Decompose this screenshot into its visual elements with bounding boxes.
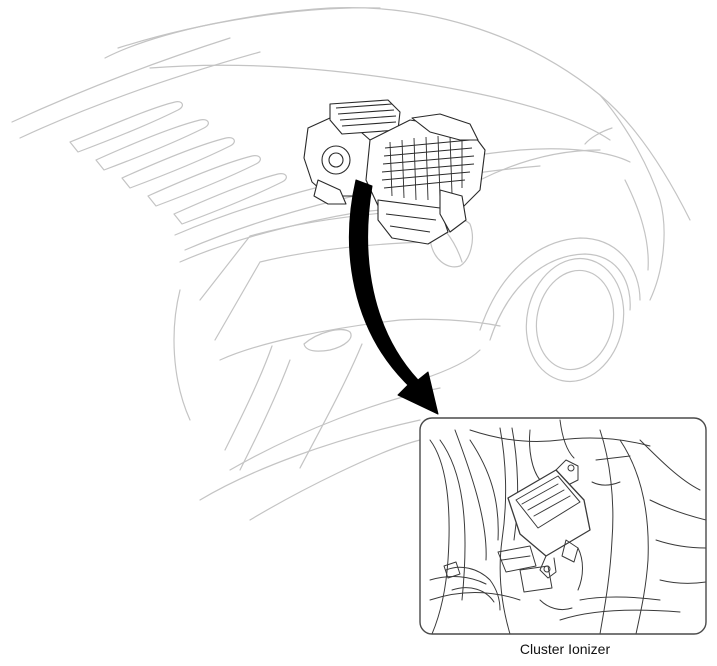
hvac-unit-illustration xyxy=(303,99,486,245)
curved-arrow-icon xyxy=(349,179,439,415)
inset-frame xyxy=(419,417,707,635)
inset-detail xyxy=(419,417,707,635)
inset-caption: Cluster Ionizer xyxy=(519,641,611,657)
